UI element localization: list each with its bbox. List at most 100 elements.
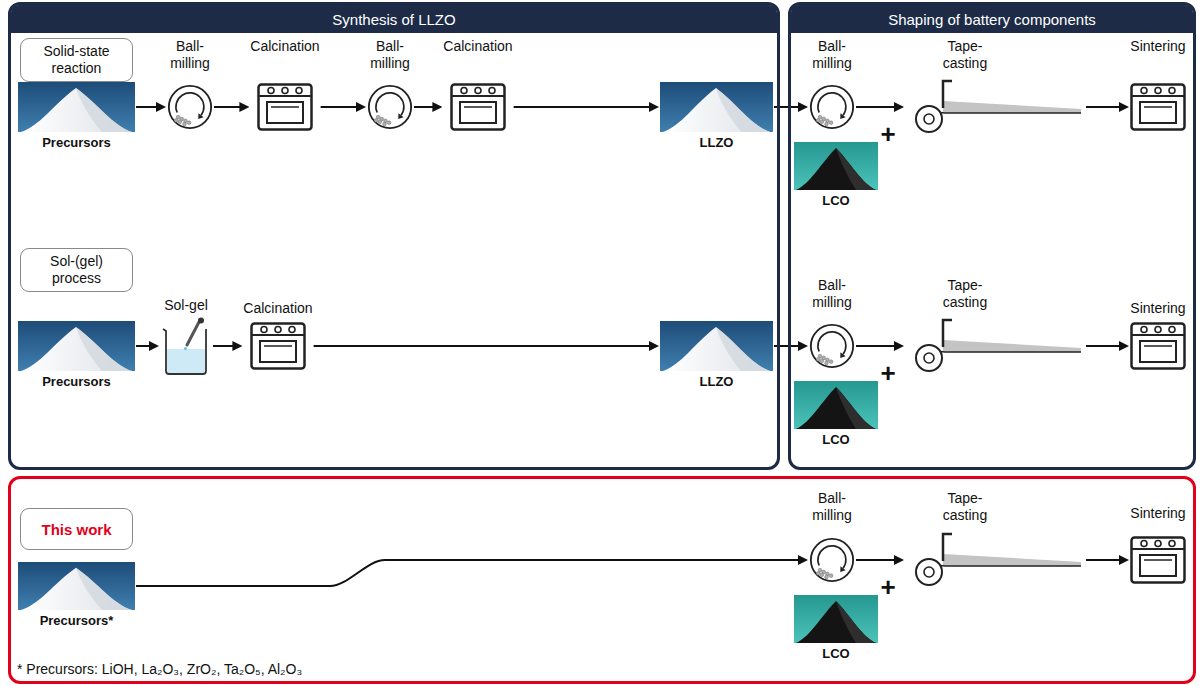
- panel-header-band: Synthesis of LLZO: [11, 5, 777, 33]
- furnace-icon: [1132, 324, 1185, 369]
- step-label: Ball-milling: [812, 38, 852, 72]
- step-label: LCO: [822, 193, 849, 209]
- llzo-powder: [660, 82, 773, 132]
- process-arrow: [136, 345, 156, 347]
- calcination-step: Calcination: [250, 38, 319, 131]
- method-box: This work: [20, 508, 133, 550]
- tape-casting-step: Tape-casting: [905, 277, 1085, 374]
- process-arrow: [856, 345, 901, 347]
- furnace-icon: [259, 85, 312, 130]
- powder-material: LCO: [794, 381, 878, 448]
- process-arrow: [136, 560, 805, 586]
- powder-material: LLZO: [660, 321, 773, 390]
- ball-milling-step: Ball-milling: [809, 490, 855, 583]
- furnace-icon: [452, 85, 505, 130]
- calcination-step: Calcination: [443, 38, 512, 131]
- ball-mill-icon: [369, 86, 411, 128]
- section-panel: Solid-state reactionPrecursors Ball-milli…: [8, 2, 780, 470]
- powder-material: LCO: [794, 595, 878, 662]
- powder-images: [18, 82, 878, 643]
- ball-mill-icon: [811, 86, 853, 128]
- section-panel: Ball-millingLCOTape-castingSinteringBall…: [788, 2, 1196, 470]
- step-label: Calcination: [243, 300, 312, 317]
- furnace-icon: [1132, 85, 1185, 130]
- footnote: * Precursors: LiOH, La₂O₃, ZrO₂, Ta₂O₅, …: [17, 661, 302, 678]
- plus-sign: +: [880, 574, 895, 600]
- step-label: Precursors*: [40, 613, 114, 629]
- step-label: Ball-milling: [370, 38, 410, 72]
- process-arrow: [856, 559, 901, 561]
- powder-material: Precursors: [18, 321, 135, 390]
- panel-heading: Shaping of battery components: [888, 11, 1096, 28]
- step-label: LCO: [822, 432, 849, 448]
- precursor-powder: [18, 321, 135, 371]
- process-arrow: [314, 345, 656, 347]
- step-label: Sintering: [1130, 300, 1185, 317]
- step-label: LLZO: [700, 374, 734, 390]
- ball-mill-icon: [811, 325, 853, 367]
- sol-gel-step: Sol-gel: [160, 297, 212, 375]
- method-label: This work: [41, 521, 111, 538]
- step-label: Tape-casting: [943, 277, 987, 311]
- step-label: Precursors: [42, 374, 111, 390]
- step-label: LLZO: [700, 135, 734, 151]
- ball-mill-icon: [811, 539, 853, 581]
- process-arrow: [414, 106, 439, 108]
- tape-caster-icon: [916, 81, 1081, 132]
- process-arrow: [1086, 106, 1126, 108]
- powder-material: Precursors*: [18, 562, 135, 629]
- plus-sign: +: [880, 360, 895, 386]
- panel-header-band: Shaping of battery components: [791, 5, 1193, 33]
- llzo-powder: [660, 321, 773, 371]
- process-arrow: [856, 106, 901, 108]
- process-arrow: [514, 106, 656, 108]
- plus-sign: +: [880, 121, 895, 147]
- step-label: Ball-milling: [812, 490, 852, 524]
- step-label: Tape-casting: [943, 38, 987, 72]
- step-label: Ball-milling: [812, 277, 852, 311]
- powder-material: LLZO: [660, 82, 773, 151]
- sintering-step: Sintering: [1130, 505, 1186, 584]
- process-arrow: [213, 345, 239, 347]
- tape-casting-step: Tape-casting: [905, 490, 1085, 588]
- lco-powder: [794, 595, 878, 643]
- process-arrow: [1086, 559, 1126, 561]
- method-box: Solid-state reaction: [20, 38, 133, 82]
- powder-material: Precursors: [18, 82, 135, 151]
- process-icons: [163, 81, 1185, 585]
- method-label: Sol-(gel) process: [31, 253, 122, 287]
- step-label: LCO: [822, 646, 849, 662]
- sintering-step: Sintering: [1130, 38, 1186, 131]
- lco-powder: [794, 142, 878, 190]
- lco-powder: [794, 381, 878, 429]
- highlight-panel: This workPrecursors* Ball-millingLCO Tape-…: [8, 476, 1196, 684]
- ball-mill-icon: [169, 86, 211, 128]
- step-label: Sol-gel: [164, 297, 208, 314]
- step-label: Ball-milling: [170, 38, 210, 72]
- process-arrow: [136, 106, 163, 108]
- ball-milling-step: Ball-milling: [809, 38, 855, 130]
- calcination-step: Calcination: [243, 300, 312, 370]
- ball-milling-step: Ball-milling: [167, 38, 213, 130]
- tape-casting-step: Tape-casting: [905, 38, 1085, 135]
- method-box: Sol-(gel) process: [20, 248, 133, 292]
- sintering-step: Sintering: [1130, 300, 1186, 370]
- powder-material: LCO: [794, 142, 878, 209]
- step-label: Sintering: [1130, 38, 1185, 55]
- step-label: Precursors: [42, 135, 111, 151]
- process-arrow: [214, 106, 246, 108]
- step-label: Sintering: [1130, 505, 1185, 522]
- ball-milling-step: Ball-milling: [367, 38, 413, 130]
- beaker-icon: [163, 318, 206, 375]
- furnace-icon: [252, 324, 305, 369]
- ball-milling-step: Ball-milling: [809, 277, 855, 369]
- step-label: Calcination: [250, 38, 319, 55]
- panel-heading: Synthesis of LLZO: [332, 11, 455, 28]
- precursor-powder: [18, 82, 135, 132]
- process-arrow: [321, 106, 363, 108]
- method-label: Solid-state reaction: [31, 43, 122, 77]
- tape-caster-icon: [916, 534, 1081, 585]
